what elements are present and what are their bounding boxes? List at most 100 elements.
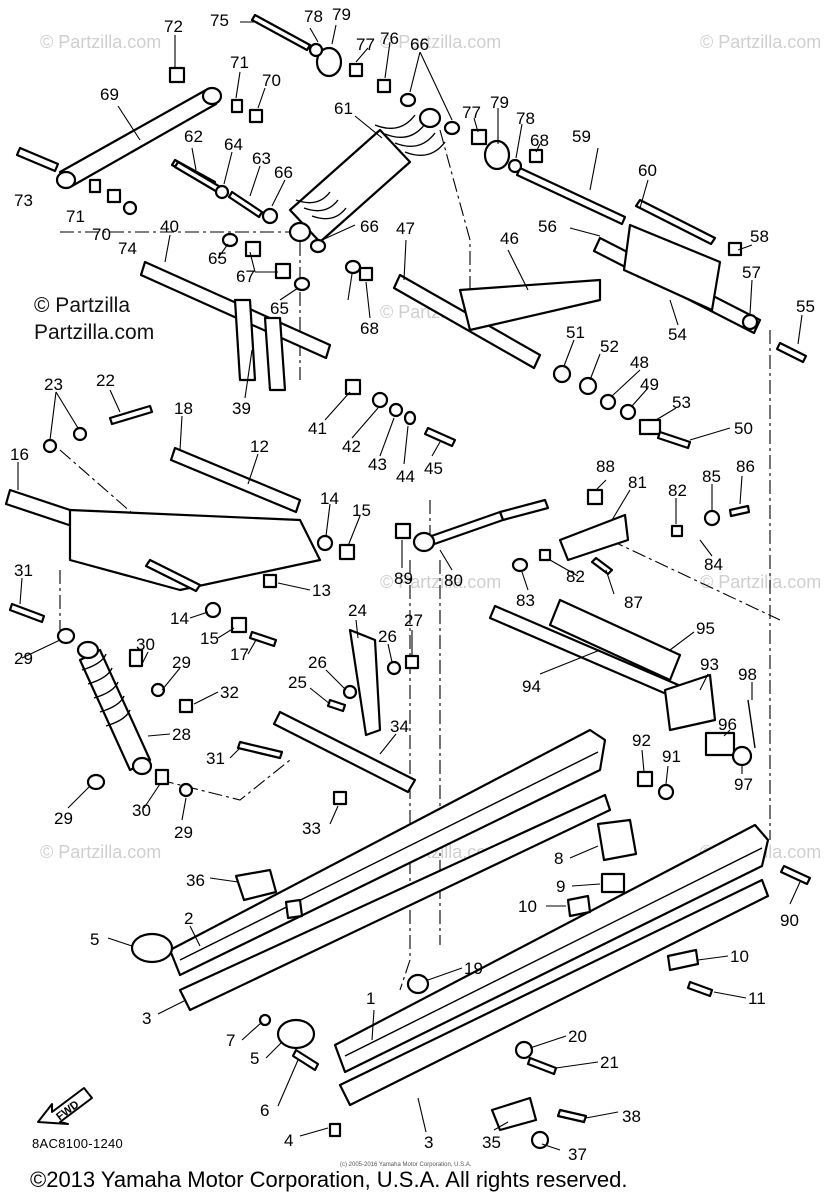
callout-53: 53 <box>672 393 691 412</box>
right-slide-rail <box>258 818 770 1150</box>
callout-30: 30 <box>132 801 151 820</box>
callout-79: 79 <box>332 5 351 24</box>
callout-59: 59 <box>572 127 591 146</box>
callout-54: 54 <box>668 325 687 344</box>
callout-37: 37 <box>568 1145 587 1164</box>
callout-26: 26 <box>308 653 327 672</box>
watermark-line: Partzilla.com <box>34 321 155 344</box>
callout-76: 76 <box>380 29 399 48</box>
callout-61: 61 <box>334 99 353 118</box>
callout-87: 87 <box>624 593 643 612</box>
callout-32: 32 <box>220 683 239 702</box>
callout-13: 13 <box>312 581 331 600</box>
callout-66: 66 <box>410 35 429 54</box>
callout-33: 33 <box>302 819 321 838</box>
callout-89: 89 <box>394 569 413 588</box>
callout-20: 20 <box>568 1027 587 1046</box>
diagram-code: 8AC8100-1240 <box>32 1136 124 1151</box>
callout-82: 82 <box>668 481 687 500</box>
callout-68: 68 <box>530 131 549 150</box>
callout-96: 96 <box>718 715 737 734</box>
callout-77: 77 <box>356 35 375 54</box>
callout-86: 86 <box>736 457 755 476</box>
callout-19: 19 <box>464 959 483 978</box>
callout-29: 29 <box>54 809 73 828</box>
callout-51: 51 <box>566 323 585 342</box>
callout-21: 21 <box>600 1053 619 1072</box>
callout-3: 3 <box>142 1009 151 1028</box>
callout-41: 41 <box>308 419 327 438</box>
callout-5: 5 <box>250 1049 259 1068</box>
callout-6: 6 <box>260 1101 269 1120</box>
callout-15: 15 <box>200 629 219 648</box>
callout-73: 73 <box>14 191 33 210</box>
callout-36: 36 <box>186 871 205 890</box>
callout-83: 83 <box>516 591 535 610</box>
callout-60: 60 <box>638 161 657 180</box>
callout-46: 46 <box>500 229 519 248</box>
callout-70: 70 <box>262 71 281 90</box>
callout-29: 29 <box>174 823 193 842</box>
callout-71: 71 <box>230 53 249 72</box>
front-shock-61 <box>288 107 446 244</box>
callout-22: 22 <box>96 371 115 390</box>
callout-75: 75 <box>210 11 229 30</box>
callout-65: 65 <box>208 249 227 268</box>
watermark-line: © Partzilla <box>34 294 130 317</box>
callout-92: 92 <box>632 731 651 750</box>
callout-78: 78 <box>304 7 323 26</box>
callout-35: 35 <box>482 1133 501 1152</box>
callout-31: 31 <box>206 749 225 768</box>
callout-14: 14 <box>170 609 189 628</box>
callout-43: 43 <box>368 455 387 474</box>
watermark-text: © Partzilla.com <box>40 842 161 862</box>
callout-93: 93 <box>700 655 719 674</box>
callout-39: 39 <box>232 399 251 418</box>
callout-74: 74 <box>118 239 137 258</box>
callout-17: 17 <box>230 645 249 664</box>
callout-44: 44 <box>396 467 415 486</box>
callout-71: 71 <box>66 207 85 226</box>
callout-88: 88 <box>596 457 615 476</box>
fwd-arrow-icon: FWD <box>37 1087 93 1125</box>
watermark-text: © Partzilla.com <box>700 572 821 592</box>
callout-63: 63 <box>252 149 271 168</box>
small-hardware-top <box>15 42 808 450</box>
callout-11: 11 <box>748 989 766 1008</box>
callout-15: 15 <box>352 501 371 520</box>
callout-57: 57 <box>742 263 761 282</box>
callout-52: 52 <box>600 337 619 356</box>
watermark-text: © Partzilla.com <box>40 32 161 52</box>
leader-lines <box>17 21 803 1151</box>
callout-85: 85 <box>702 467 721 486</box>
tiny-copyright: (c) 2005-2016 Yamaha Motor Corporation, … <box>340 1162 472 1168</box>
upper-shafts <box>139 13 762 392</box>
watermark-repeats: © Partzilla.com © Partzilla.com © Partzi… <box>40 32 821 862</box>
callout-68: 68 <box>360 319 379 338</box>
callout-1: 1 <box>366 989 375 1008</box>
callout-23: 23 <box>44 375 63 394</box>
callout-72: 72 <box>164 17 183 36</box>
callout-27: 27 <box>404 611 423 630</box>
callout-77: 77 <box>462 103 481 122</box>
callout-34: 34 <box>390 717 409 736</box>
callout-82: 82 <box>566 567 585 586</box>
watermark-text: © Partzilla.com <box>700 32 821 52</box>
callout-66: 66 <box>274 163 293 182</box>
callout-18: 18 <box>174 399 193 418</box>
callout-55: 55 <box>796 297 815 316</box>
callout-2: 2 <box>184 909 193 928</box>
callout-5: 5 <box>90 930 99 949</box>
callout-95: 95 <box>696 619 715 638</box>
callout-7: 7 <box>226 1031 235 1050</box>
callout-56: 56 <box>538 217 557 236</box>
callout-26: 26 <box>378 627 397 646</box>
callout-24: 24 <box>348 601 367 620</box>
callout-81: 81 <box>628 473 647 492</box>
callout-10: 10 <box>730 947 749 966</box>
callout-78: 78 <box>516 109 535 128</box>
callout-50: 50 <box>734 419 753 438</box>
callout-98: 98 <box>738 665 757 684</box>
callout-4: 4 <box>284 1131 293 1150</box>
